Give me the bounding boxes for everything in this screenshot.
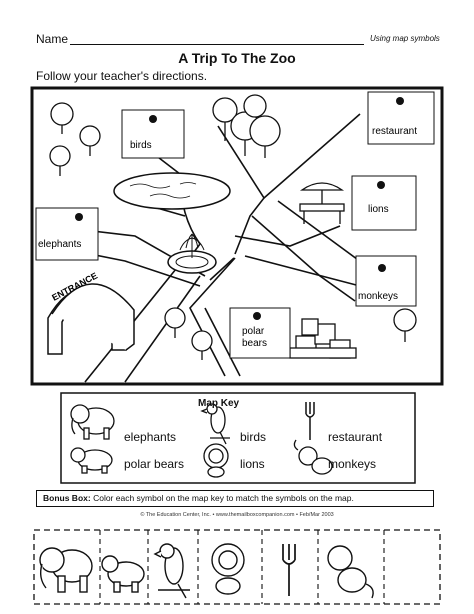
map-label-monkeys: monkeys xyxy=(355,255,417,307)
subject-label: Using map symbols xyxy=(370,34,440,43)
key-label-lions: lions xyxy=(240,457,265,471)
key-label-monkeys: monkeys xyxy=(328,457,377,471)
cutout-strip xyxy=(33,529,441,605)
key-label-restaurant: restaurant xyxy=(328,430,383,444)
map-label-lions-text: lions xyxy=(368,204,389,215)
map-key xyxy=(60,392,416,484)
map-label-restaurant-text: restaurant xyxy=(372,126,417,137)
elephant-icon xyxy=(70,404,115,440)
pond xyxy=(113,172,231,210)
map-label-lions: lions xyxy=(351,175,417,231)
map-label-elephants-text: elephants xyxy=(38,239,81,250)
cutout-fork-icon xyxy=(282,544,296,596)
map-label-elephants: elephants xyxy=(35,207,99,261)
polar-bear-icon xyxy=(70,447,113,474)
page-title: A Trip To The Zoo xyxy=(178,50,296,66)
bird-icon xyxy=(200,403,230,445)
name-label: Name xyxy=(36,32,69,46)
map-label-restaurant: restaurant xyxy=(367,91,435,145)
cutout-lion-icon xyxy=(211,543,245,595)
instructions: Follow your teacher's directions. xyxy=(36,69,208,83)
key-label-birds: birds xyxy=(240,430,267,444)
fountain xyxy=(167,233,217,274)
entrance-tunnel xyxy=(47,283,135,355)
bonus-box: Bonus Box: Color each symbol on the map … xyxy=(36,490,434,507)
bonus-box-label: Bonus Box: xyxy=(43,493,91,503)
map-label-polar-text: polar xyxy=(242,326,265,337)
lion-icon xyxy=(203,443,229,478)
map-label-birds-text: birds xyxy=(130,140,152,151)
map-label-polar-bears: polar bears xyxy=(229,307,291,359)
cutout-elephant-icon xyxy=(39,547,93,593)
map-key-title: Map Key xyxy=(198,398,240,409)
map-label-monkeys-text: monkeys xyxy=(358,291,398,302)
fork-icon xyxy=(305,402,315,440)
key-label-elephants: elephants xyxy=(124,430,177,444)
zoo-map: ENTRANCE birds restaurant lions elephant… xyxy=(30,86,444,386)
trees xyxy=(49,94,417,360)
map-label-bears-text: bears xyxy=(242,338,267,349)
bonus-box-text: Color each symbol on the map key to matc… xyxy=(93,493,354,503)
crates xyxy=(289,318,357,359)
cutout-monkey-icon xyxy=(327,545,374,599)
map-paths xyxy=(49,113,381,383)
cutout-bird-icon xyxy=(153,543,190,599)
name-line[interactable] xyxy=(70,44,364,45)
key-label-polar-bears: polar bears xyxy=(124,457,185,471)
cutout-polar-bear-icon xyxy=(101,555,145,593)
map-label-birds: birds xyxy=(121,109,185,159)
picnic-table xyxy=(299,182,345,224)
credit-line: © The Education Center, Inc. • www.thema… xyxy=(140,512,334,518)
monkey-icon xyxy=(293,439,333,475)
